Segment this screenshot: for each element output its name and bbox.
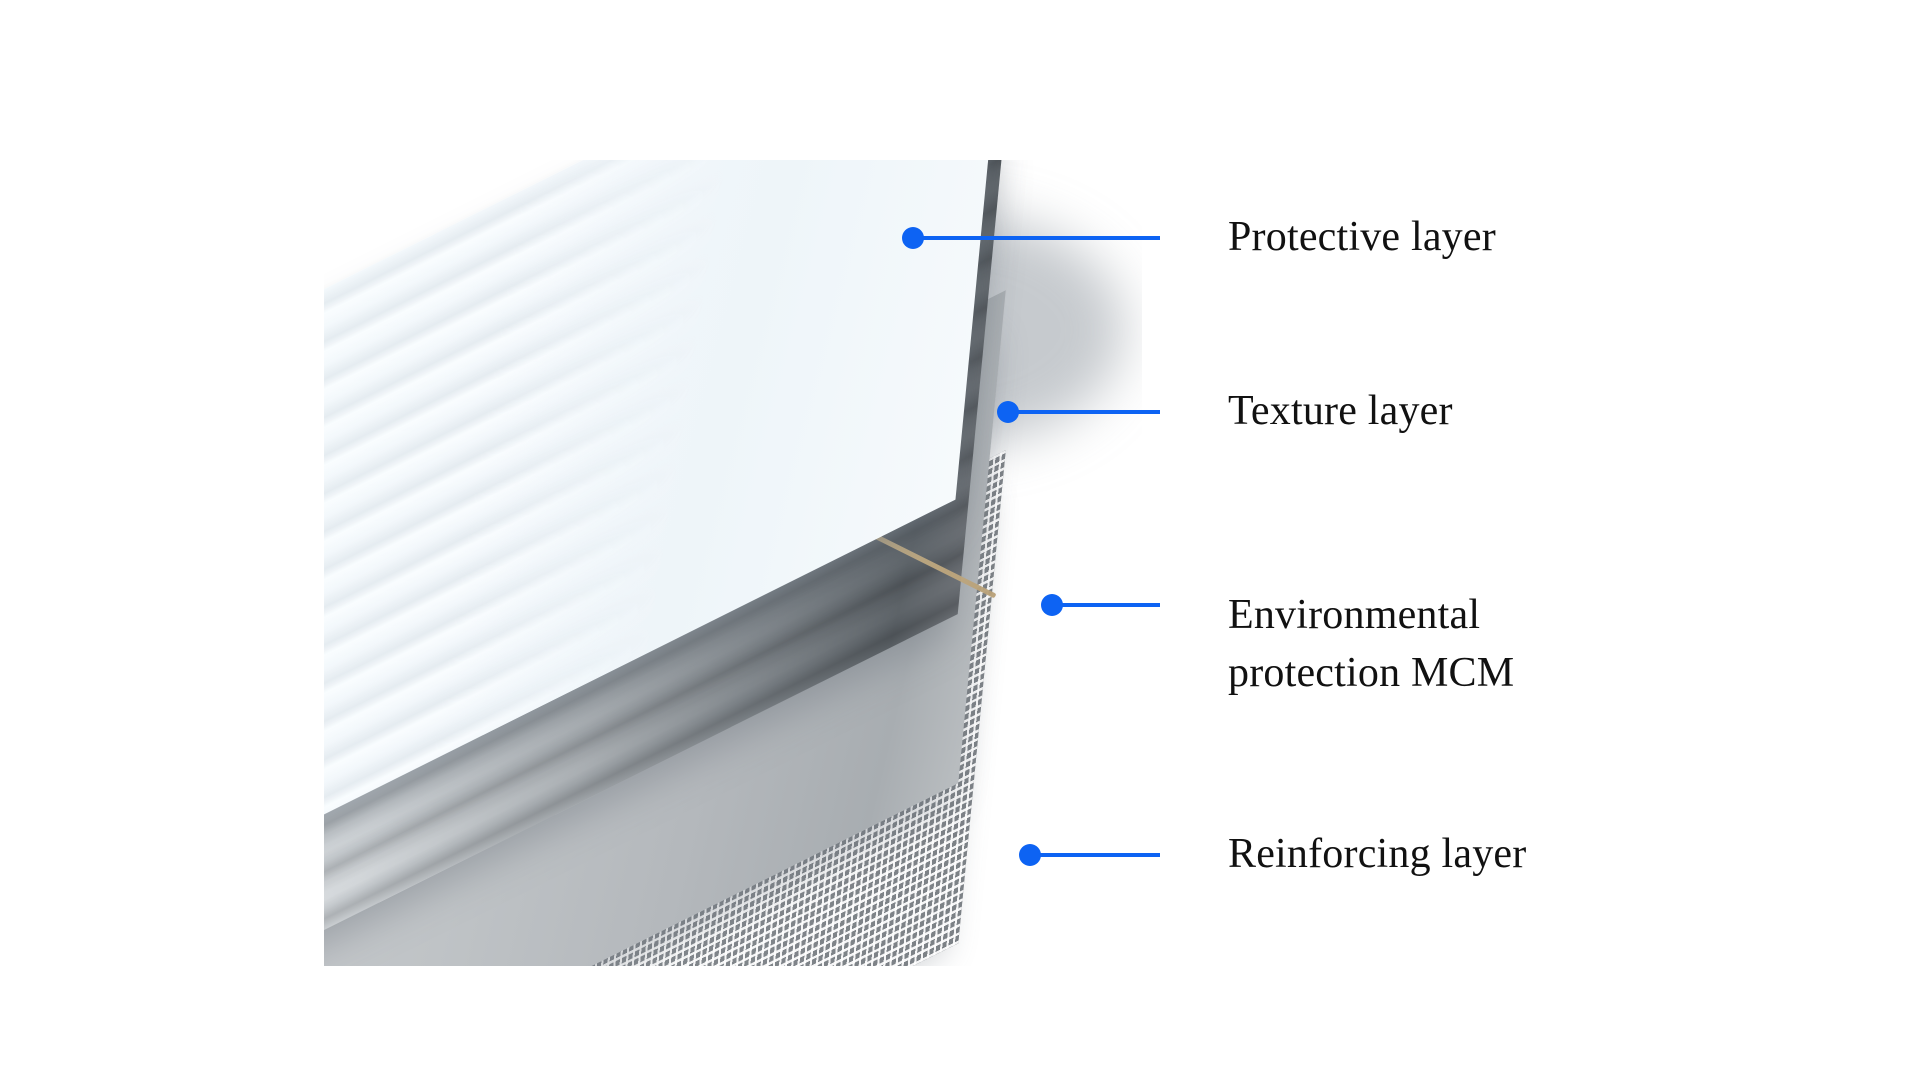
callout-line-environmental-protection-mcm xyxy=(1052,603,1160,607)
callout-label-protective: Protective layer xyxy=(1228,214,1496,261)
callout-line-protective xyxy=(913,236,1160,240)
callout-line-reinforcing xyxy=(1030,853,1160,857)
callout-label-environmental-protection-mcm: Environmental protection MCM xyxy=(1228,592,1515,696)
callout-dot-reinforcing[interactable] xyxy=(1019,844,1041,866)
callout-label-reinforcing: Reinforcing layer xyxy=(1228,831,1527,878)
layer-stack-photo xyxy=(324,160,1142,966)
callout-line-texture xyxy=(1008,410,1160,414)
callout-dot-protective[interactable] xyxy=(902,227,924,249)
callout-dot-texture[interactable] xyxy=(997,401,1019,423)
callout-label-texture: Texture layer xyxy=(1228,388,1453,435)
callout-dot-environmental-protection-mcm[interactable] xyxy=(1041,594,1063,616)
